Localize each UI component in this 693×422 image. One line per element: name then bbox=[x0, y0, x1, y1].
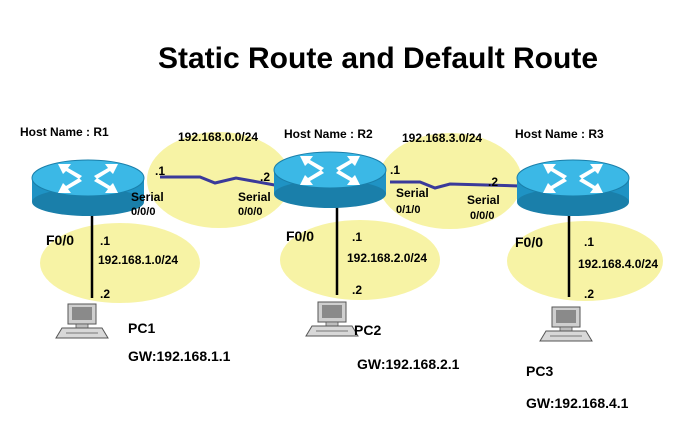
router-icon[interactable] bbox=[31, 159, 145, 217]
pc-gateway: GW:192.168.2.1 bbox=[357, 356, 460, 372]
wan-bubble-r1-r2 bbox=[147, 132, 291, 228]
lan-router-address: .1 bbox=[100, 234, 110, 248]
serial-interface-port: 0/1/0 bbox=[396, 204, 420, 216]
serial-link-r1-r2 bbox=[160, 175, 281, 188]
serial-link-r2-r3 bbox=[390, 180, 521, 190]
serial-interface-label: Serial bbox=[131, 190, 164, 204]
serial-host-address: .2 bbox=[488, 175, 498, 189]
wan-network-label: 192.168.0.0/24 bbox=[178, 130, 258, 144]
serial-interface-label: Serial bbox=[467, 193, 500, 207]
page-title: Static Route and Default Route bbox=[158, 42, 598, 75]
pc-gateway: GW:192.168.1.1 bbox=[128, 348, 231, 364]
serial-interface-port: 0/0/0 bbox=[238, 206, 262, 218]
wan-network-label: 192.168.3.0/24 bbox=[402, 131, 482, 145]
serial-interface-port: 0/0/0 bbox=[131, 206, 155, 218]
router-hostname: Host Name : R1 bbox=[20, 125, 109, 139]
lan-network-label: 192.168.4.0/24 bbox=[578, 257, 658, 271]
lan-interface-label: F0/0 bbox=[515, 234, 543, 250]
router-icon[interactable] bbox=[273, 151, 387, 209]
lan-pc-address: .2 bbox=[584, 287, 594, 301]
serial-host-address: .1 bbox=[390, 163, 400, 177]
pc-name: PC2 bbox=[354, 322, 381, 338]
lan-bubble-3 bbox=[507, 221, 663, 301]
lan-router-address: .1 bbox=[584, 235, 594, 249]
serial-host-address: .2 bbox=[260, 170, 270, 184]
serial-interface-label: Serial bbox=[396, 186, 429, 200]
lan-network-label: 192.168.1.0/24 bbox=[98, 253, 178, 267]
lan-interface-label: F0/0 bbox=[46, 232, 74, 248]
pc-icon[interactable] bbox=[55, 303, 109, 339]
network-bubbles bbox=[40, 132, 663, 303]
serial-interface-label: Serial bbox=[238, 190, 271, 204]
lan-network-label: 192.168.2.0/24 bbox=[347, 251, 427, 265]
lan-bubble-2 bbox=[280, 220, 440, 300]
serial-interface-port: 0/0/0 bbox=[470, 210, 494, 222]
lan-bubble-1 bbox=[40, 223, 200, 303]
pc-name: PC1 bbox=[128, 320, 155, 336]
pc-name: PC3 bbox=[526, 363, 553, 379]
serial-host-address: .1 bbox=[155, 164, 165, 178]
wan-bubble-r2-r3 bbox=[378, 133, 522, 229]
lan-interface-label: F0/0 bbox=[286, 228, 314, 244]
router-icon[interactable] bbox=[516, 159, 630, 217]
lan-router-address: .1 bbox=[352, 230, 362, 244]
pc-gateway: GW:192.168.4.1 bbox=[526, 395, 629, 411]
router-hostname: Host Name : R2 bbox=[284, 127, 373, 141]
pc-icon[interactable] bbox=[305, 301, 359, 337]
router-hostname: Host Name : R3 bbox=[515, 127, 604, 141]
pc-icon[interactable] bbox=[539, 306, 593, 342]
lan-pc-address: .2 bbox=[100, 287, 110, 301]
lan-pc-address: .2 bbox=[352, 283, 362, 297]
